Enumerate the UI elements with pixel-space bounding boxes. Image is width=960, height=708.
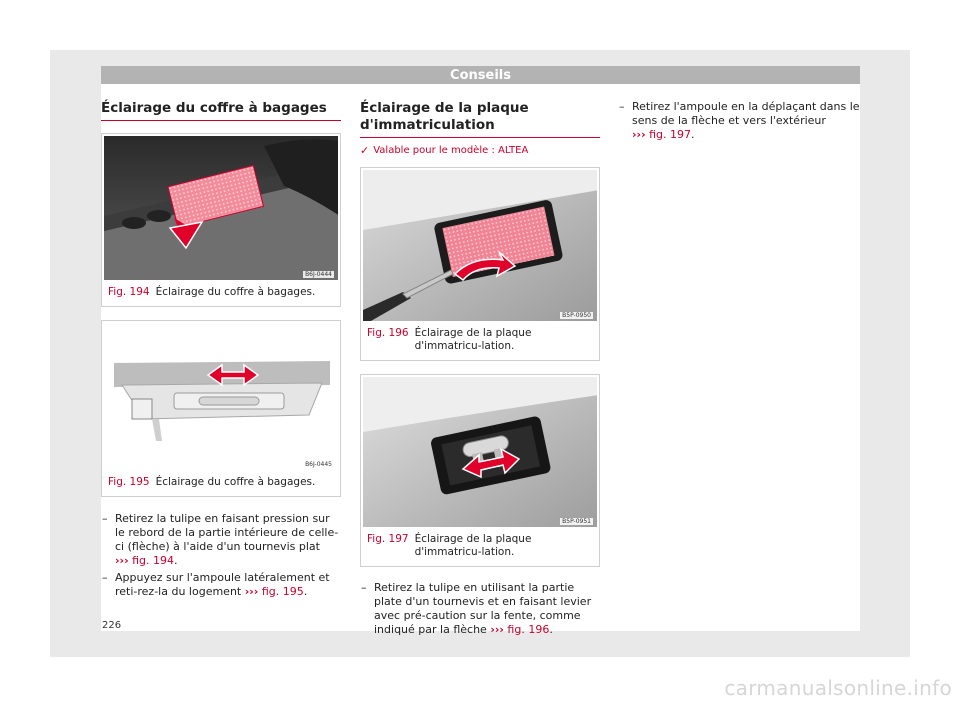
figure-197-caption-text: Éclairage de la plaque d'immatricu-latio… <box>414 533 532 558</box>
figure-194-code: B6J-0444 <box>303 271 334 278</box>
figure-195: B6J-0445 Fig. 195 Éclairage du coffre à … <box>101 320 341 497</box>
figure-197-number: Fig. 197 <box>367 533 409 545</box>
checkmark-icon: ✓ <box>360 144 370 157</box>
column-1: Éclairage du coffre à bagages <box>101 98 341 602</box>
figure-194-image: B6J-0444 <box>104 136 338 280</box>
figure-196-number: Fig. 196 <box>367 327 409 339</box>
figure-reference-link[interactable]: ››› fig. 195 <box>244 585 304 598</box>
watermark: carmanualsonline.info <box>724 676 952 700</box>
validity-note-text: Valable pour le modèle : ALTEA <box>373 145 529 156</box>
figure-194: B6J-0444 Fig. 194 Éclairage du coffre à … <box>101 133 341 307</box>
plate-bulb-photo <box>363 377 597 527</box>
figure-reference-link[interactable]: ››› fig. 194 <box>115 554 175 567</box>
column-3-steps: – Retirez l'ampoule en la déplaçant dans… <box>618 100 860 142</box>
trunk-light-photo <box>104 136 338 280</box>
section-title-plate-light: Éclairage de la plaque d'immatriculation <box>360 100 600 138</box>
step-list-item: – Retirez l'ampoule en la déplaçant dans… <box>619 100 860 141</box>
figure-195-code: B6J-0445 <box>303 461 334 468</box>
figure-196-code: B5P-0950 <box>560 312 593 319</box>
column-3: – Retirez l'ampoule en la déplaçant dans… <box>618 98 860 145</box>
figure-197-code: B5P-0951 <box>560 518 593 525</box>
figure-195-image: B6J-0445 <box>104 323 338 470</box>
figure-196: B5P-0950 Fig. 196 Éclairage de la plaque… <box>360 167 600 361</box>
column-2-steps: – Retirez la tulipe en utilisant la part… <box>360 581 600 637</box>
plate-light-screwdriver-photo <box>363 170 597 321</box>
figure-195-caption-text: Éclairage du coffre à bagages. <box>155 476 316 488</box>
figure-196-image: B5P-0950 <box>363 170 597 321</box>
figure-196-caption: Fig. 196 Éclairage de la plaque d'immatr… <box>361 321 599 360</box>
figure-reference-link[interactable]: ››› fig. 196 <box>490 623 550 636</box>
section-title-trunk-light: Éclairage du coffre à bagages <box>101 100 341 121</box>
step-list-item: – Retirez la tulipe en utilisant la part… <box>361 581 592 636</box>
column-2: Éclairage de la plaque d'immatriculation… <box>360 98 600 640</box>
column-1-steps: – Retirez la tulipe en faisant pression … <box>101 512 341 599</box>
chapter-header: Conseils <box>101 66 860 84</box>
figure-197: B5P-0951 Fig. 197 Éclairage de la plaque… <box>360 374 600 567</box>
step-list-item: – Retirez la tulipe en faisant pression … <box>102 512 339 567</box>
figure-195-number: Fig. 195 <box>108 476 150 488</box>
figure-194-number: Fig. 194 <box>108 286 150 298</box>
figure-194-caption: Fig. 194 Éclairage du coffre à bagages. <box>102 280 340 306</box>
page-number: 226 <box>102 620 122 631</box>
figure-197-caption: Fig. 197 Éclairage de la plaque d'immatr… <box>361 527 599 566</box>
figure-194-caption-text: Éclairage du coffre à bagages. <box>155 286 316 298</box>
step-list-item: – Appuyez sur l'ampoule latéralement et … <box>102 571 330 598</box>
figure-reference-link[interactable]: ››› fig. 197 <box>632 128 692 141</box>
figure-196-caption-text: Éclairage de la plaque d'immatricu-latio… <box>414 327 532 352</box>
figure-197-image: B5P-0951 <box>363 377 597 527</box>
trunk-bulb-photo <box>104 323 338 470</box>
figure-195-caption: Fig. 195 Éclairage du coffre à bagages. <box>102 470 340 496</box>
chapter-title: Conseils <box>450 67 511 83</box>
validity-note: ✓ Valable pour le modèle : ALTEA <box>360 144 600 157</box>
